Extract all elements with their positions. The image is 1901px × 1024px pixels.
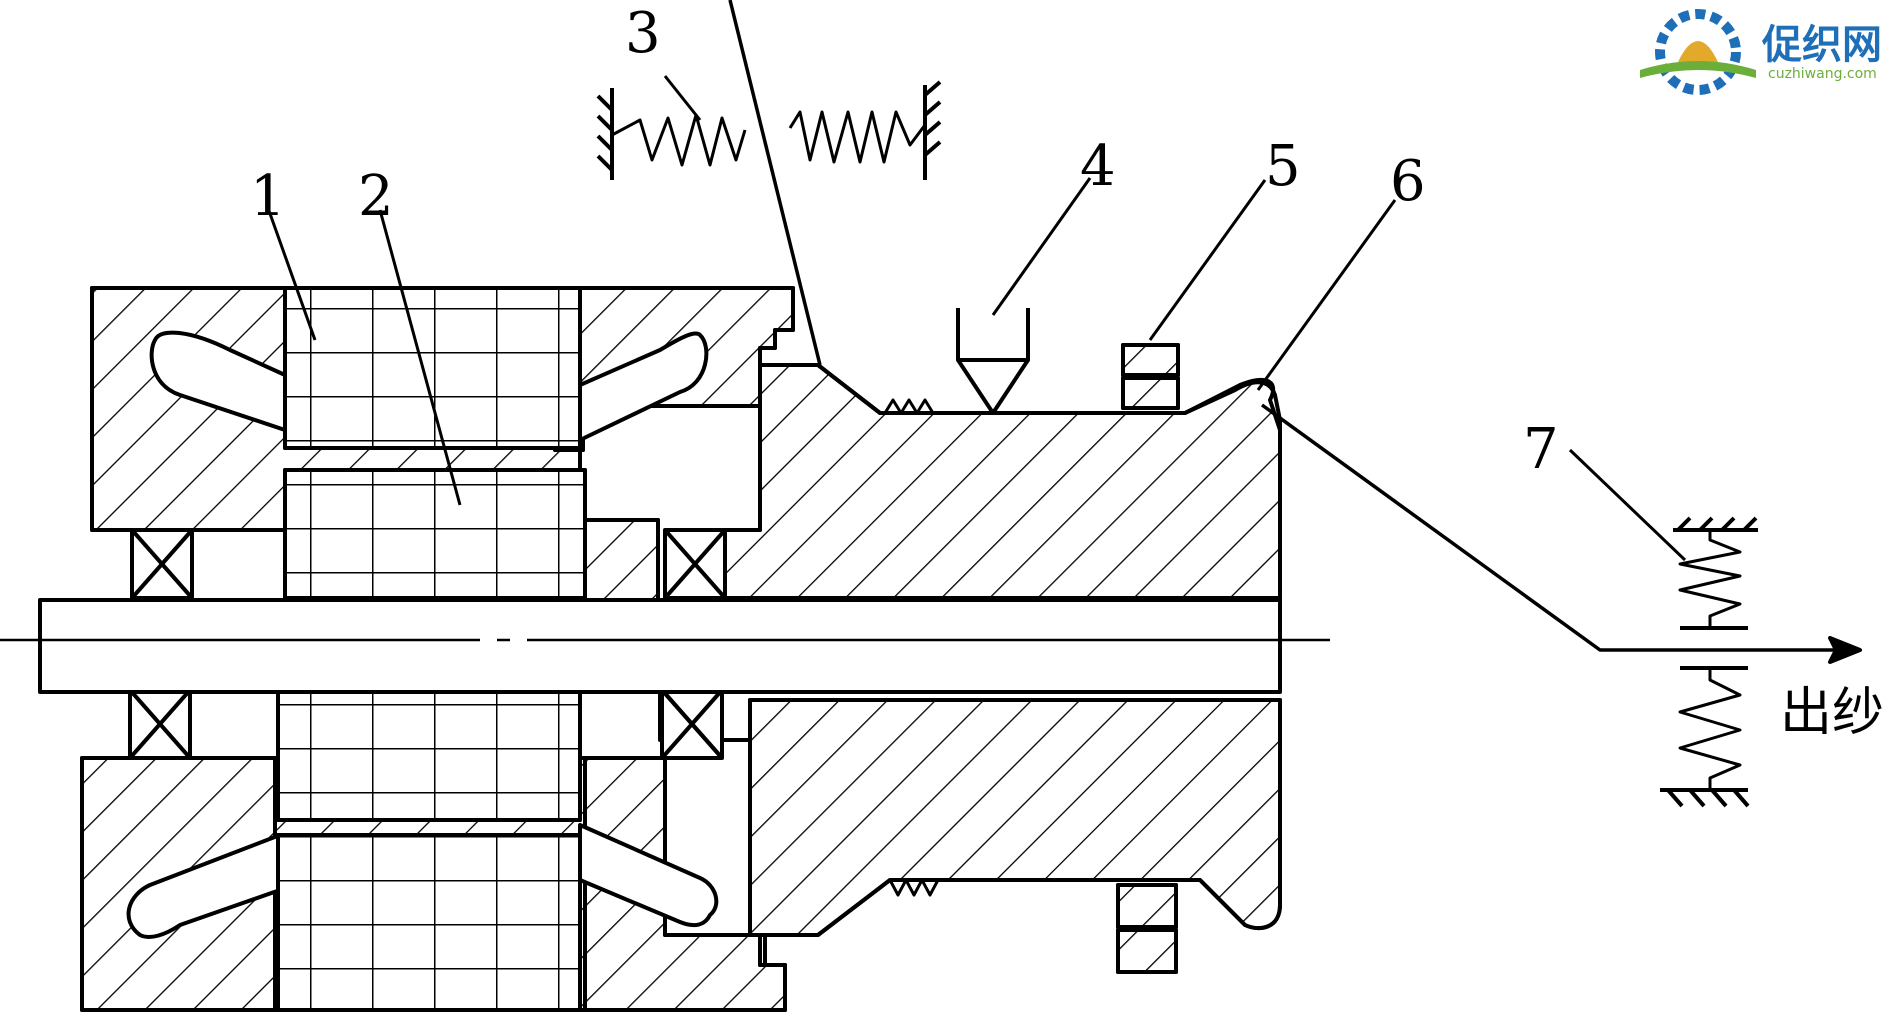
spring-3 [596,80,942,180]
label-3: 3 [625,1,661,66]
watermark-name: 促织网 [1761,22,1882,68]
gear-icon [1640,9,1756,95]
ring-5 [1116,343,1180,974]
bearing-boxes [128,528,727,760]
coil-lower-outer [276,833,582,1012]
rotor-cup [723,363,1282,937]
output-yarn-label: 出纱 [1780,683,1884,743]
watermark-logo: 促织网 cuzhiwang.com [1640,9,1882,95]
groove-teeth [883,398,940,897]
shaft [0,598,1330,694]
spring-7 [1660,516,1758,808]
nozzle-4 [956,308,1030,415]
watermark-site: cuzhiwang.com [1768,66,1877,82]
label-2: 2 [358,164,394,229]
label-4: 4 [1080,134,1116,199]
yarn-path [728,0,1862,664]
coil-upper-inner [283,468,587,600]
coil-upper-outer [283,286,582,450]
label-6: 6 [1390,149,1426,214]
coil-lower-inner [276,688,582,822]
label-5: 5 [1265,134,1301,199]
label-7: 7 [1523,417,1559,482]
label-1: 1 [250,164,286,229]
leader-lines [266,75,1687,562]
